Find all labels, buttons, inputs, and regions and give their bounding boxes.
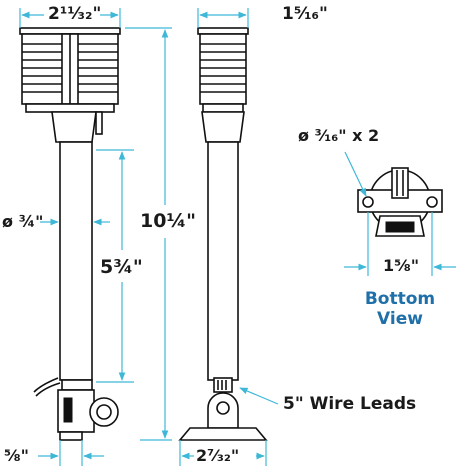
bottom-view-title-line2: View	[377, 308, 423, 329]
light-width-left-label: 2¹¹⁄₃₂"	[48, 4, 102, 24]
bottom-view-title-line1: Bottom	[364, 289, 436, 309]
mount-offset-label: ⅝"	[4, 446, 29, 465]
pole-diameter-label: ø ¾"	[2, 212, 44, 231]
base-width-label: 2⁷⁄₃₂"	[196, 446, 240, 465]
bottom-view-drawing	[357, 167, 443, 237]
front-view-light	[178, 27, 268, 441]
light-width-right-label: 1⁵⁄₁₆"	[282, 4, 328, 24]
hole-spacing-label: 1⅝"	[383, 256, 420, 275]
dimension-lines	[19, 8, 456, 466]
overall-height-label: 10¼"	[140, 210, 197, 232]
front-lens-ribs	[200, 43, 246, 93]
bottom-view-title: Bottom View	[350, 289, 450, 329]
side-view-light	[19, 27, 121, 441]
pole-length-label: 5¾"	[100, 256, 143, 278]
hole-diameter-label: ø ³⁄₁₆" x 2	[298, 126, 380, 145]
wire-leads-label: 5" Wire Leads	[283, 394, 417, 414]
